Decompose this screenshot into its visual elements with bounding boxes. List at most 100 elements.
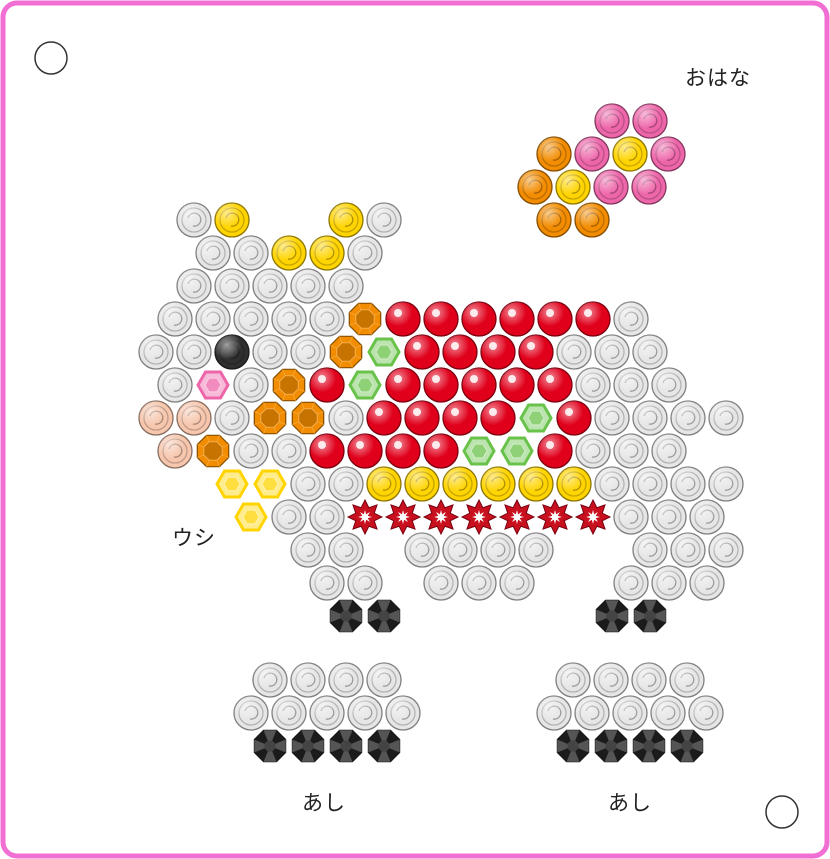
yellow-bead-icon (556, 170, 590, 204)
white-bead-icon (348, 566, 382, 600)
white-bead-icon (575, 696, 609, 730)
white-bead-icon (310, 500, 344, 534)
white-bead-icon (196, 302, 230, 336)
hoof-bead-icon (254, 730, 285, 761)
hoof-bead-icon (368, 730, 399, 761)
red-bead-icon (443, 401, 477, 435)
red-bead-icon (519, 335, 553, 369)
white-bead-icon (671, 401, 705, 435)
pink-bead-icon (633, 104, 667, 138)
hoof-bead-icon (368, 600, 399, 631)
white-bead-icon (329, 663, 363, 697)
white-bead-icon (614, 434, 648, 468)
white-bead-icon (177, 203, 211, 237)
orange-octagon-bead-icon (292, 402, 323, 433)
red-bead-icon (367, 401, 401, 435)
hoof-bead-icon (330, 600, 361, 631)
star-bead-icon (576, 500, 610, 534)
white-bead-icon (689, 696, 723, 730)
yellow-bead-icon (272, 236, 306, 270)
white-bead-icon (158, 302, 192, 336)
peach-bead-icon (177, 401, 211, 435)
orange-bead-icon (537, 137, 571, 171)
red-bead-icon (576, 302, 610, 336)
peach-bead-icon (158, 434, 192, 468)
white-bead-icon (253, 663, 287, 697)
hoof-bead-icon (292, 730, 323, 761)
white-bead-icon (367, 663, 401, 697)
white-bead-icon (272, 696, 306, 730)
white-bead-icon (215, 401, 249, 435)
orange-octagon-bead-icon (197, 435, 228, 466)
white-bead-icon (234, 236, 268, 270)
red-bead-icon (462, 368, 496, 402)
white-bead-icon (652, 434, 686, 468)
white-bead-icon (310, 302, 344, 336)
star-bead-icon (500, 500, 534, 534)
red-bead-icon (538, 302, 572, 336)
white-bead-icon (614, 500, 648, 534)
pink-hexagon-bead-icon (198, 372, 228, 398)
white-bead-icon (253, 335, 287, 369)
yellow-bead-icon (310, 236, 344, 270)
green-hexagon-bead-icon (350, 372, 380, 398)
white-bead-icon (177, 269, 211, 303)
red-bead-icon (481, 335, 515, 369)
label-leg-right: あし (608, 787, 652, 817)
white-bead-icon (139, 335, 173, 369)
star-bead-icon (462, 500, 496, 534)
white-bead-icon (557, 335, 591, 369)
white-bead-icon (272, 500, 306, 534)
white-bead-icon (291, 663, 325, 697)
white-bead-icon (500, 566, 534, 600)
white-bead-icon (310, 566, 344, 600)
red-bead-icon (462, 302, 496, 336)
red-bead-icon (481, 401, 515, 435)
pink-bead-icon (575, 137, 609, 171)
white-bead-icon (443, 533, 477, 567)
orange-octagon-bead-icon (254, 402, 285, 433)
red-bead-icon (424, 302, 458, 336)
yellow-bead-icon (613, 137, 647, 171)
pink-bead-icon (651, 137, 685, 171)
orange-bead-icon (518, 170, 552, 204)
white-bead-icon (234, 302, 268, 336)
label-leg-left: あし (302, 787, 346, 817)
orange-bead-icon (575, 203, 609, 237)
white-bead-icon (633, 335, 667, 369)
star-bead-icon (538, 500, 572, 534)
white-bead-icon (158, 368, 192, 402)
star-bead-icon (424, 500, 458, 534)
white-bead-icon (709, 467, 743, 501)
white-bead-icon (633, 533, 667, 567)
peg-hole-top-left-icon (35, 42, 67, 74)
star-bead-icon (348, 500, 382, 534)
eye-bead-icon (215, 335, 249, 369)
red-bead-icon (348, 434, 382, 468)
white-bead-icon (424, 566, 458, 600)
hoof-bead-icon (595, 730, 626, 761)
green-hexagon-bead-icon (369, 339, 399, 365)
hoof-bead-icon (330, 730, 361, 761)
white-bead-icon (614, 368, 648, 402)
white-bead-icon (709, 401, 743, 435)
hoof-bead-icon (633, 730, 664, 761)
red-bead-icon (557, 401, 591, 435)
label-cow: ウシ (172, 522, 216, 552)
white-bead-icon (386, 696, 420, 730)
white-bead-icon (234, 368, 268, 402)
white-bead-icon (291, 269, 325, 303)
pink-bead-icon (594, 170, 628, 204)
green-hexagon-bead-icon (464, 438, 494, 464)
orange-octagon-bead-icon (273, 369, 304, 400)
yellow-bead-icon (481, 467, 515, 501)
orange-octagon-bead-icon (349, 303, 380, 334)
white-bead-icon (633, 401, 667, 435)
white-bead-icon (652, 566, 686, 600)
label-flower: おはな (685, 62, 751, 92)
white-bead-icon (234, 696, 268, 730)
white-bead-icon (253, 269, 287, 303)
red-bead-icon (405, 335, 439, 369)
red-bead-icon (538, 368, 572, 402)
